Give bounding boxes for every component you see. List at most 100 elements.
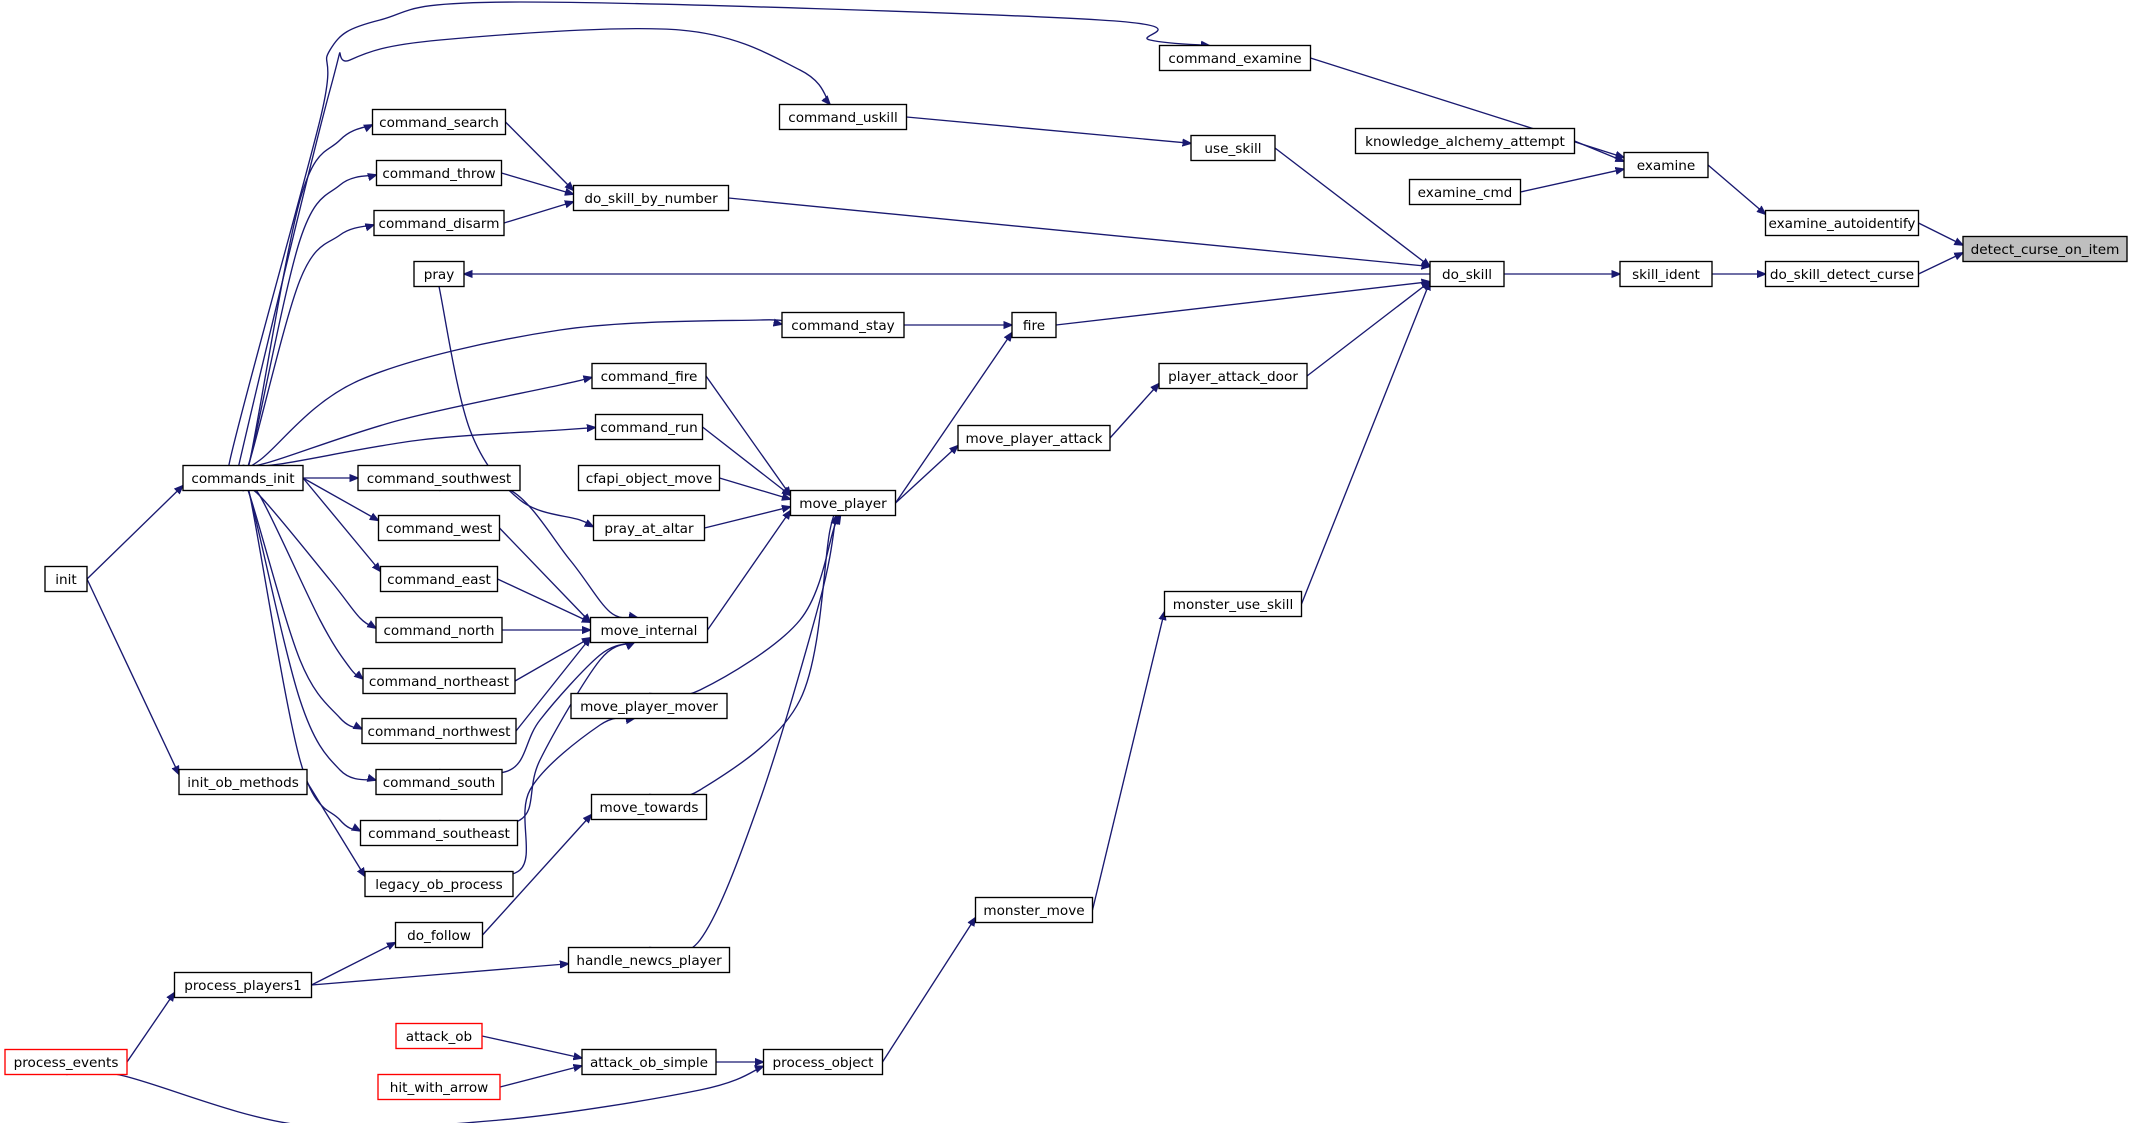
node-hit-with-arrow[interactable]: hit_with_arrow — [377, 1073, 501, 1101]
node-command-west[interactable]: command_west — [377, 514, 501, 542]
node-command-throw[interactable]: command_throw — [375, 159, 503, 187]
node-command-uskill[interactable]: command_uskill — [778, 103, 908, 131]
node-pray[interactable]: pray — [413, 260, 465, 288]
node-command-examine[interactable]: command_examine — [1158, 44, 1312, 72]
node-skill-ident[interactable]: skill_ident — [1619, 260, 1713, 288]
node-box[interactable] — [377, 514, 501, 542]
node-box[interactable] — [1408, 178, 1522, 206]
node-box[interactable] — [572, 184, 730, 212]
node-box[interactable] — [359, 819, 519, 847]
node-move-player-mover[interactable]: move_player_mover — [570, 692, 728, 720]
node-box[interactable] — [1623, 151, 1709, 179]
node-box[interactable] — [1962, 235, 2128, 263]
node-command-fire[interactable]: command_fire — [591, 362, 707, 390]
node-command-southwest[interactable]: command_southwest — [357, 464, 521, 492]
node-box[interactable] — [591, 362, 707, 390]
node-cfapi-object-move[interactable]: cfapi_object_move — [577, 464, 721, 492]
node-do-skill-detect-curse[interactable]: do_skill_detect_curse — [1764, 260, 1920, 288]
node-box[interactable] — [375, 159, 503, 187]
node-box[interactable] — [1764, 260, 1920, 288]
node-box[interactable] — [1158, 362, 1308, 390]
node-box[interactable] — [594, 413, 704, 441]
node-command-northeast[interactable]: command_northeast — [362, 667, 516, 695]
node-box[interactable] — [589, 616, 709, 644]
node-examine[interactable]: examine — [1623, 151, 1709, 179]
node-box[interactable] — [789, 489, 897, 517]
node-box[interactable] — [379, 565, 499, 593]
node-do-skill[interactable]: do_skill — [1429, 260, 1505, 288]
node-box[interactable] — [1764, 209, 1920, 237]
node-attack-ob[interactable]: attack_ob — [395, 1022, 483, 1050]
node-box[interactable] — [762, 1048, 884, 1076]
node-box[interactable] — [178, 768, 308, 796]
node-box[interactable] — [173, 971, 313, 999]
node-box[interactable] — [1429, 260, 1505, 288]
node-box[interactable] — [373, 209, 505, 237]
node-move-player-attack[interactable]: move_player_attack — [957, 424, 1111, 452]
node-box[interactable] — [182, 464, 304, 492]
node-box[interactable] — [377, 1073, 501, 1101]
node-monster-move[interactable]: monster_move — [974, 896, 1094, 924]
node-command-southeast[interactable]: command_southeast — [359, 819, 519, 847]
node-box[interactable] — [394, 921, 484, 949]
node-box[interactable] — [1158, 44, 1312, 72]
node-command-northwest[interactable]: command_northwest — [361, 717, 517, 745]
node-do-skill-by-number[interactable]: do_skill_by_number — [572, 184, 730, 212]
node-box[interactable] — [375, 768, 503, 796]
node-process-object[interactable]: process_object — [762, 1048, 884, 1076]
node-box[interactable] — [570, 692, 728, 720]
node-box[interactable] — [781, 311, 905, 339]
node-process-players1[interactable]: process_players1 — [173, 971, 313, 999]
node-box[interactable] — [364, 870, 514, 898]
node-box[interactable] — [974, 896, 1094, 924]
node-command-search[interactable]: command_search — [371, 108, 507, 136]
node-box[interactable] — [413, 260, 465, 288]
node-knowledge-alchemy-attempt[interactable]: knowledge_alchemy_attempt — [1354, 127, 1576, 155]
node-pray-at-altar[interactable]: pray_at_altar — [592, 514, 706, 542]
node-box[interactable] — [1619, 260, 1713, 288]
node-player-attack-door[interactable]: player_attack_door — [1158, 362, 1308, 390]
node-command-disarm[interactable]: command_disarm — [373, 209, 505, 237]
node-box[interactable] — [375, 616, 503, 644]
node-process-events[interactable]: process_events — [4, 1048, 128, 1076]
node-detect-curse-on-item[interactable]: detect_curse_on_item — [1962, 235, 2128, 263]
node-box[interactable] — [4, 1048, 128, 1076]
node-box[interactable] — [371, 108, 507, 136]
node-box[interactable] — [395, 1022, 483, 1050]
node-box[interactable] — [1163, 590, 1303, 618]
node-command-north[interactable]: command_north — [375, 616, 503, 644]
node-box[interactable] — [957, 424, 1111, 452]
node-move-internal[interactable]: move_internal — [589, 616, 709, 644]
node-box[interactable] — [361, 717, 517, 745]
node-box[interactable] — [778, 103, 908, 131]
node-box[interactable] — [1190, 134, 1276, 162]
node-move-player[interactable]: move_player — [789, 489, 897, 517]
node-command-south[interactable]: command_south — [375, 768, 503, 796]
node-attack-ob-simple[interactable]: attack_ob_simple — [581, 1048, 717, 1076]
node-move-towards[interactable]: move_towards — [590, 793, 708, 821]
node-box[interactable] — [590, 793, 708, 821]
node-legacy-ob-process[interactable]: legacy_ob_process — [364, 870, 514, 898]
node-box[interactable] — [577, 464, 721, 492]
node-commands-init[interactable]: commands_init — [182, 464, 304, 492]
node-box[interactable] — [1354, 127, 1576, 155]
node-box[interactable] — [357, 464, 521, 492]
node-box[interactable] — [581, 1048, 717, 1076]
node-monster-use-skill[interactable]: monster_use_skill — [1163, 590, 1303, 618]
node-examine-cmd[interactable]: examine_cmd — [1408, 178, 1522, 206]
node-command-east[interactable]: command_east — [379, 565, 499, 593]
node-command-run[interactable]: command_run — [594, 413, 704, 441]
node-box[interactable] — [362, 667, 516, 695]
node-examine-autoidentify[interactable]: examine_autoidentify — [1764, 209, 1920, 237]
node-init[interactable]: init — [44, 565, 88, 593]
node-do-follow[interactable]: do_follow — [394, 921, 484, 949]
node-init-ob-methods[interactable]: init_ob_methods — [178, 768, 308, 796]
node-box[interactable] — [1011, 311, 1057, 339]
node-box[interactable] — [44, 565, 88, 593]
node-fire[interactable]: fire — [1011, 311, 1057, 339]
node-box[interactable] — [592, 514, 706, 542]
node-box[interactable] — [567, 946, 731, 974]
node-use-skill[interactable]: use_skill — [1190, 134, 1276, 162]
node-command-stay[interactable]: command_stay — [781, 311, 905, 339]
node-handle-newcs-player[interactable]: handle_newcs_player — [567, 946, 731, 974]
